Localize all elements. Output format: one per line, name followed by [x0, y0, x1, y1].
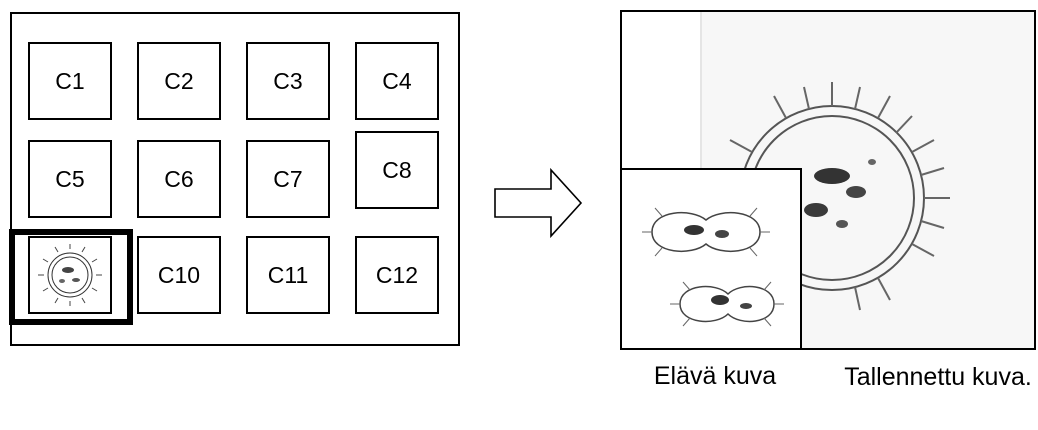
- live-image-inset: [622, 168, 802, 348]
- thumbnail-cell-c2[interactable]: C2: [137, 42, 221, 120]
- thumbnail-cell-c1[interactable]: C1: [28, 42, 112, 120]
- thumbnail-grid-panel: C1 C2 C3 C4 C5 C6 C7 C8 C10 C11 C12: [10, 12, 460, 346]
- cell-label: C6: [164, 165, 194, 192]
- right-arrow-icon: [494, 167, 583, 239]
- selection-highlight: [9, 229, 133, 325]
- cell-label: C11: [267, 261, 309, 288]
- thumbnail-cell-c12[interactable]: C12: [355, 236, 439, 314]
- thumbnail-cell-c7[interactable]: C7: [246, 140, 330, 218]
- thumbnail-cell-c11[interactable]: C11: [246, 236, 330, 314]
- thumbnail-cell-c3[interactable]: C3: [246, 42, 330, 120]
- cell-label: C10: [157, 261, 201, 288]
- cell-label: C1: [55, 67, 85, 94]
- cell-label: C3: [273, 67, 303, 94]
- thumbnail-cell-selected[interactable]: [28, 236, 112, 314]
- live-image-caption: Elävä kuva: [653, 362, 777, 390]
- cell-label: C7: [273, 165, 303, 192]
- thumbnail-cell-c4[interactable]: C4: [355, 42, 439, 120]
- thumbnail-cell-c10[interactable]: C10: [137, 236, 221, 314]
- dividing-microbe-icon: [642, 207, 784, 327]
- preview-panel: [620, 10, 1036, 350]
- thumbnail-cell-c6[interactable]: C6: [137, 140, 221, 218]
- cell-label: C8: [382, 156, 412, 183]
- cell-label: C12: [375, 261, 419, 288]
- microbe-icon: [38, 244, 102, 306]
- thumbnail-cell-c8[interactable]: C8: [355, 131, 439, 209]
- cell-label: C4: [382, 67, 412, 94]
- saved-image-caption: Tallennettu kuva.: [844, 363, 1032, 391]
- cell-label: C2: [164, 67, 194, 94]
- thumbnail-cell-c5[interactable]: C5: [28, 140, 112, 218]
- cell-label: C5: [55, 165, 85, 192]
